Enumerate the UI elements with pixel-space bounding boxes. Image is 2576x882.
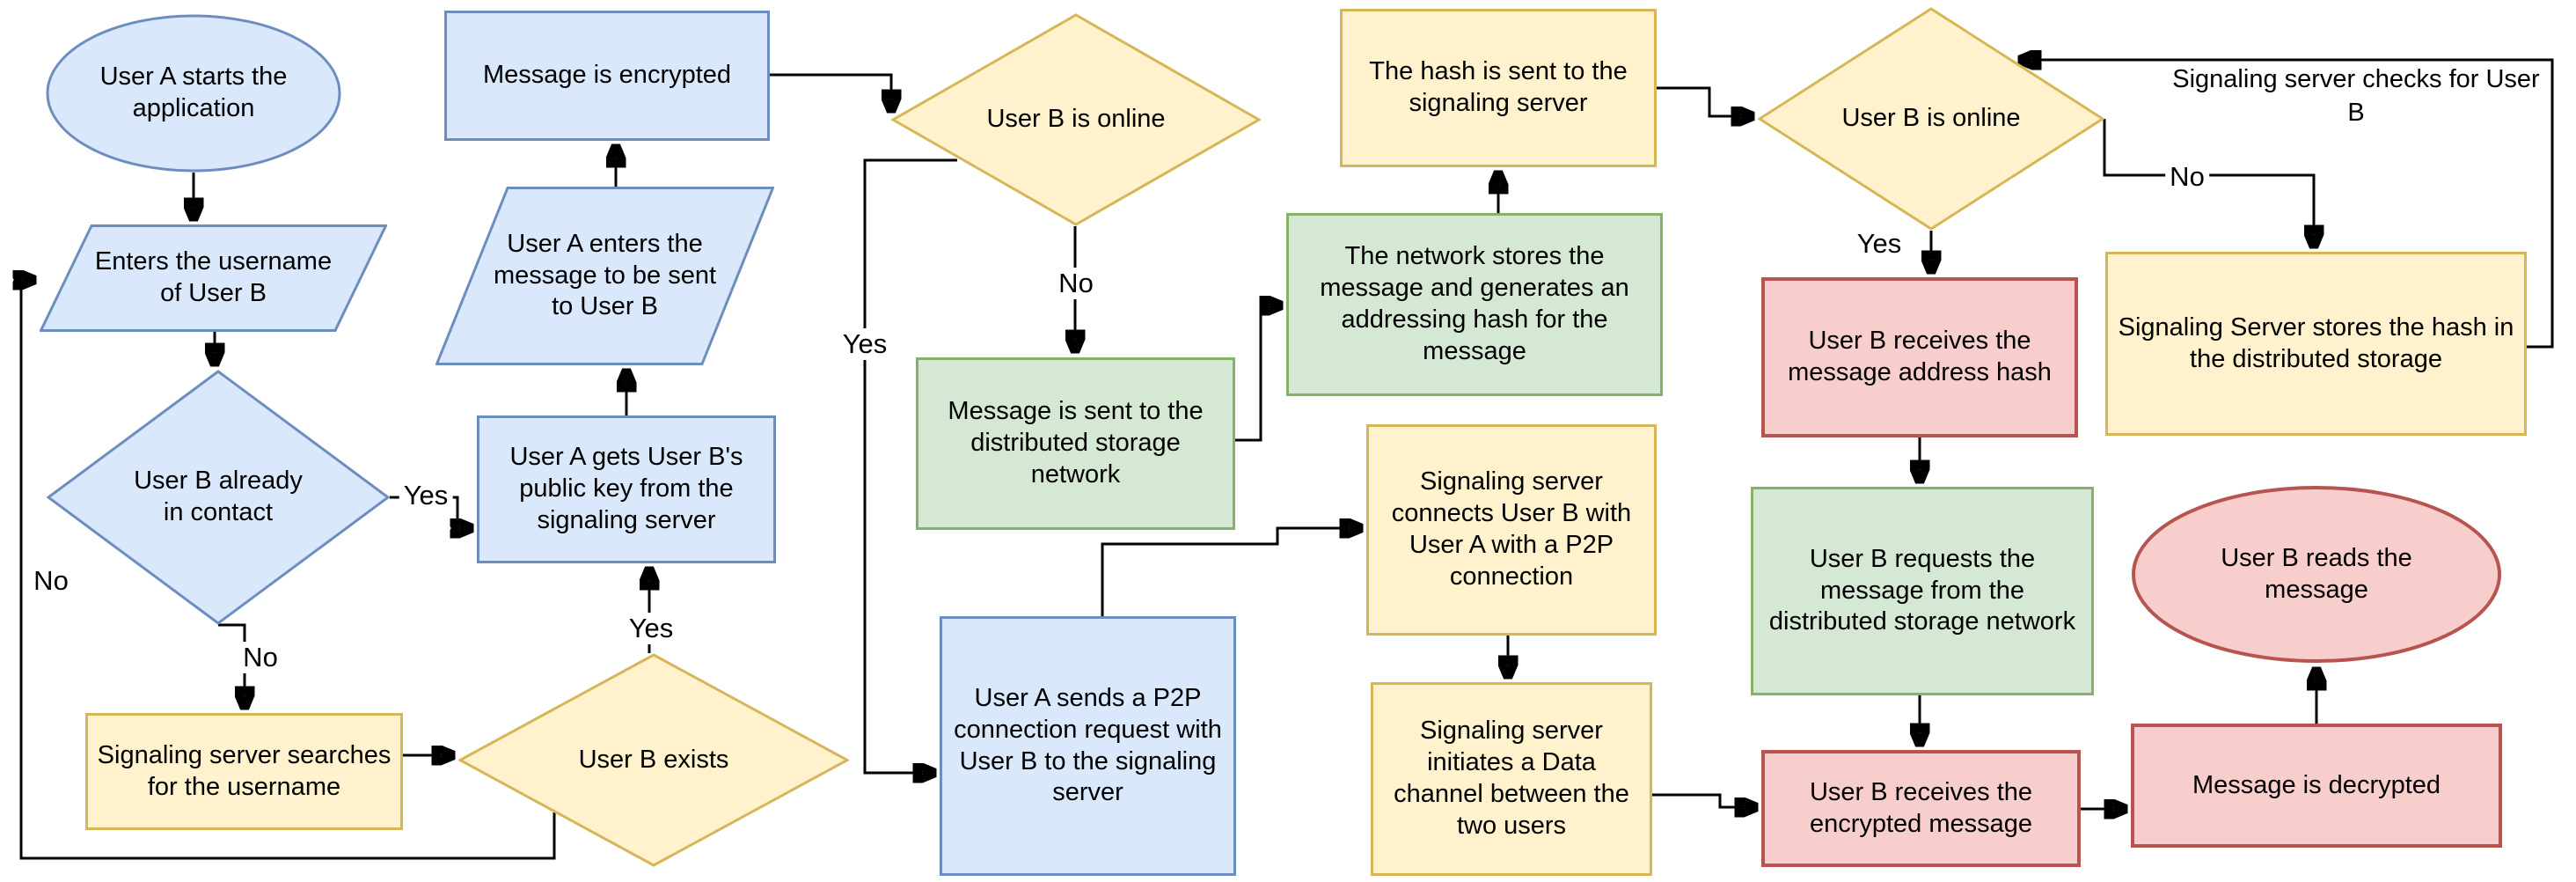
node-label: User A enters the message to be sent to …	[493, 229, 717, 321]
edge-contact-no	[218, 623, 245, 708]
node-label: The hash is sent to the signaling server	[1369, 57, 1628, 117]
edge-online1-yes	[863, 158, 957, 773]
node-label: User A gets User B's public key from the…	[509, 443, 743, 534]
node-receives-encrypted: User B receives the encrypted message	[1761, 750, 2081, 867]
node-label: User B reads the message	[2221, 543, 2412, 604]
node-user-b-online-1: User B is online	[891, 13, 1261, 226]
edge-label-exists-yes: Yes	[624, 613, 678, 644]
node-label: User B is online	[1841, 104, 2021, 133]
node-reads-message: User B reads the message	[2131, 485, 2502, 664]
node-label: Signaling Server stores the hash in the …	[2118, 312, 2514, 373]
parallelogram-shape	[40, 224, 387, 332]
node-get-public-key: User A gets User B's public key from the…	[477, 415, 776, 563]
node-already-contact: User B already in contact	[47, 370, 390, 625]
node-user-b-online-2: User B is online	[1758, 7, 2104, 231]
node-label: User A sends a P2P connection request wi…	[954, 683, 1222, 807]
node-requests-message: User B requests the message from the dis…	[1751, 487, 2094, 695]
parallelogram-shape	[435, 187, 774, 365]
node-hash-sent: The hash is sent to the signaling server	[1340, 9, 1657, 167]
node-user-b-exists: User B exists	[458, 653, 849, 867]
edge-label-online1-yes: Yes	[838, 328, 892, 360]
edge-label-exists-no: No	[29, 565, 73, 597]
node-label: Message is decrypted	[2192, 770, 2441, 799]
node-sent-to-storage: Message is sent to the distributed stora…	[916, 357, 1235, 530]
edge-hashsent-to-online2	[1657, 86, 1753, 116]
edge-p2p-to-connects	[1101, 528, 1361, 616]
node-network-stores: The network stores the message and gener…	[1286, 213, 1663, 396]
edge-exists-no-loop	[21, 280, 556, 860]
edge-storage-to-network	[1235, 305, 1281, 442]
annotation-server-checks: Signaling server checks for User B	[2172, 65, 2540, 127]
node-server-initiates: Signaling server initiates a Data channe…	[1371, 682, 1652, 876]
edge-label-contact-no: No	[238, 642, 282, 673]
node-message-decrypted: Message is decrypted	[2131, 724, 2502, 848]
diamond-shape	[47, 370, 390, 625]
diamond-shape	[891, 13, 1261, 226]
node-enter-message: User A enters the message to be sent to …	[435, 187, 774, 365]
node-label: User B receives the encrypted message	[1809, 777, 2033, 838]
node-start: User A starts the application	[46, 14, 341, 173]
edge-label-online1-no: No	[1054, 268, 1098, 299]
start-ellipse-shape	[46, 14, 341, 173]
node-stores-hash: Signaling Server stores the hash in the …	[2105, 252, 2527, 436]
node-enter-username: Enters the username of User B	[40, 224, 387, 332]
node-label: User B already in contact	[134, 467, 303, 526]
diamond-shape	[458, 653, 849, 867]
edge-label-contact-yes: Yes	[399, 480, 453, 511]
node-search-username: Signaling server searches for the userna…	[85, 713, 403, 830]
edge-online2-no	[2103, 119, 2314, 246]
edge-encrypted-to-online1	[770, 73, 891, 111]
node-label: Signaling server searches for the userna…	[97, 740, 392, 801]
node-label: Enters the username of User B	[94, 247, 333, 307]
node-label: Signaling server connects User B with Us…	[1391, 467, 1632, 591]
node-p2p-request: User A sends a P2P connection request wi…	[940, 616, 1236, 876]
node-label: Signaling server initiates a Data channe…	[1394, 717, 1629, 840]
edge-initiates-to-encmsg	[1652, 793, 1756, 807]
node-receives-hash: User B receives the message address hash	[1761, 277, 2078, 437]
node-label: User A starts the application	[99, 62, 288, 122]
node-label: User B receives the message address hash	[1788, 327, 2052, 386]
node-label: User B requests the message from the dis…	[1768, 544, 2076, 636]
node-label: Message is encrypted	[482, 61, 732, 90]
edge-label-online2-no: No	[2165, 161, 2209, 193]
node-label: User B is online	[986, 105, 1166, 134]
diamond-shape	[1758, 7, 2104, 231]
edge-stores-feedback	[2020, 60, 2554, 349]
end-ellipse-shape	[2132, 486, 2501, 663]
node-label: Message is sent to the distributed stora…	[948, 397, 1204, 489]
node-message-encrypted: Message is encrypted	[444, 11, 770, 141]
node-label: User B exists	[578, 745, 729, 774]
edge-label-online2-yes: Yes	[1852, 228, 1906, 260]
node-server-connects: Signaling server connects User B with Us…	[1366, 424, 1657, 636]
node-label: The network stores the message and gener…	[1320, 242, 1629, 365]
